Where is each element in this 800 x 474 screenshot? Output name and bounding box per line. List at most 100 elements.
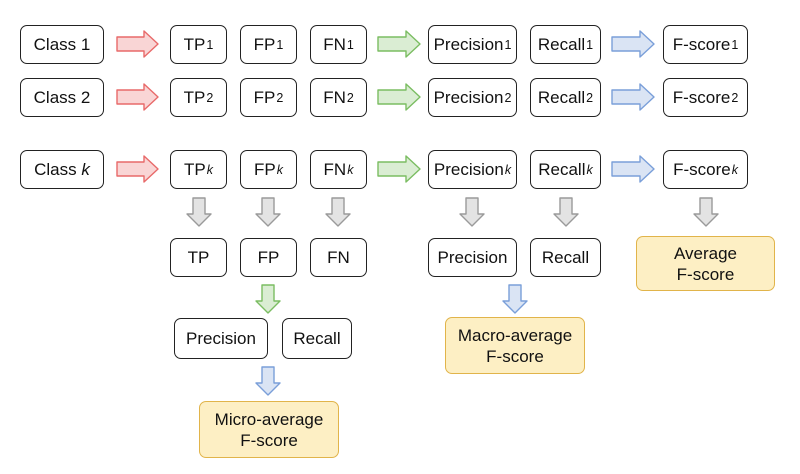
micro-precision-box: Precision [174, 318, 268, 359]
metrics-2-to-fscore-arrow [611, 83, 655, 111]
tp-subscript: 2 [206, 90, 214, 105]
fp-subscript: k [276, 162, 283, 177]
aggregate-fp-box: FP [240, 238, 297, 277]
tp-label: TP [183, 87, 206, 107]
precision-aggregate-arrow [459, 197, 485, 227]
micro-counts-to-metrics-arrow [255, 284, 281, 314]
precision-label: Precision [433, 34, 504, 54]
fp-subscript: 2 [276, 90, 284, 105]
counts-2-to-metrics-arrow [377, 83, 421, 111]
class-2-to-counts-arrow [116, 83, 159, 111]
fscore-subscript: k [731, 162, 738, 177]
precision-subscript: 1 [504, 37, 512, 52]
aggregate-fn-label: FN [327, 247, 350, 267]
fn-label: FN [323, 87, 346, 107]
fp-label: FP [253, 87, 276, 107]
precision-label: Precision [433, 159, 504, 179]
fp-label: FP [254, 159, 276, 179]
fscore-aggregate-arrow [693, 197, 719, 227]
fn-label: FN [323, 159, 347, 179]
recall-label: Recall [537, 87, 586, 107]
class-2-box: Class 2 [20, 78, 104, 117]
fscore-subscript: 1 [731, 37, 739, 52]
fn-subscript: k [347, 162, 354, 177]
class-1-box: Class 1 [20, 25, 104, 64]
aggregate-recall-label: Recall [541, 247, 590, 267]
precision-subscript: k [504, 162, 512, 177]
fscore-label: F-score [672, 87, 731, 107]
fn-label: FN [323, 34, 346, 54]
macro-average-line2: F-score [486, 346, 544, 366]
fp-aggregate-arrow [255, 197, 281, 227]
average-line2: F-score [676, 264, 735, 284]
tp-subscript: 1 [206, 37, 214, 52]
tp-subscript: k [206, 162, 213, 177]
aggregate-tp-label: TP [187, 247, 210, 267]
aggregate-fp-label: FP [257, 247, 280, 267]
micro-average-line2: F-score [240, 430, 298, 450]
class-k-variable: k [81, 159, 90, 179]
recall-label: Recall [538, 159, 586, 179]
class-1-label: Class 1 [33, 34, 91, 54]
fp-subscript: 1 [276, 37, 284, 52]
metrics-1-to-fscore-arrow [611, 30, 655, 58]
tp-label: TP [183, 34, 206, 54]
micro-average-fscore-box: Micro-average F-score [199, 401, 339, 458]
fn-aggregate-arrow [325, 197, 351, 227]
class-k-label: Class [34, 159, 82, 179]
macro-metrics-to-fscore-arrow [502, 284, 528, 314]
aggregate-recall-box: Recall [530, 238, 601, 277]
aggregate-precision-label: Precision [437, 247, 508, 267]
precision-subscript: 2 [504, 90, 512, 105]
micro-metrics-to-fscore-arrow [255, 366, 281, 396]
fscore-label: F-score [673, 159, 731, 179]
precision-label: Precision [433, 87, 504, 107]
recall-subscript: k [586, 162, 593, 177]
aggregate-fn-box: FN [310, 238, 367, 277]
class-2-label: Class 2 [33, 87, 91, 107]
counts-1-to-metrics-arrow [377, 30, 421, 58]
aggregate-tp-box: TP [170, 238, 227, 277]
counts-k-to-metrics-arrow [377, 155, 421, 183]
recall-subscript: 1 [586, 37, 594, 52]
aggregate-precision-box: Precision [428, 238, 517, 277]
micro-recall-label: Recall [293, 328, 341, 348]
macro-average-line1: Macro-average [457, 325, 573, 345]
class-k-box: Class k [20, 150, 104, 189]
micro-recall-box: Recall [282, 318, 352, 359]
recall-aggregate-arrow [553, 197, 579, 227]
tp-label: TP [184, 159, 206, 179]
fn-subscript: 1 [346, 37, 354, 52]
macro-average-fscore-box: Macro-average F-score [445, 317, 585, 374]
metrics-k-to-fscore-arrow [611, 155, 655, 183]
tp-aggregate-arrow [186, 197, 212, 227]
class-1-to-counts-arrow [116, 30, 159, 58]
recall-label: Recall [537, 34, 586, 54]
fscore-subscript: 2 [731, 90, 739, 105]
average-fscore-box: Average F-score [636, 236, 775, 291]
average-line1: Average [673, 243, 737, 263]
class-k-to-counts-arrow [116, 155, 159, 183]
micro-average-line1: Micro-average [214, 409, 324, 429]
recall-subscript: 2 [586, 90, 594, 105]
fn-subscript: 2 [346, 90, 354, 105]
